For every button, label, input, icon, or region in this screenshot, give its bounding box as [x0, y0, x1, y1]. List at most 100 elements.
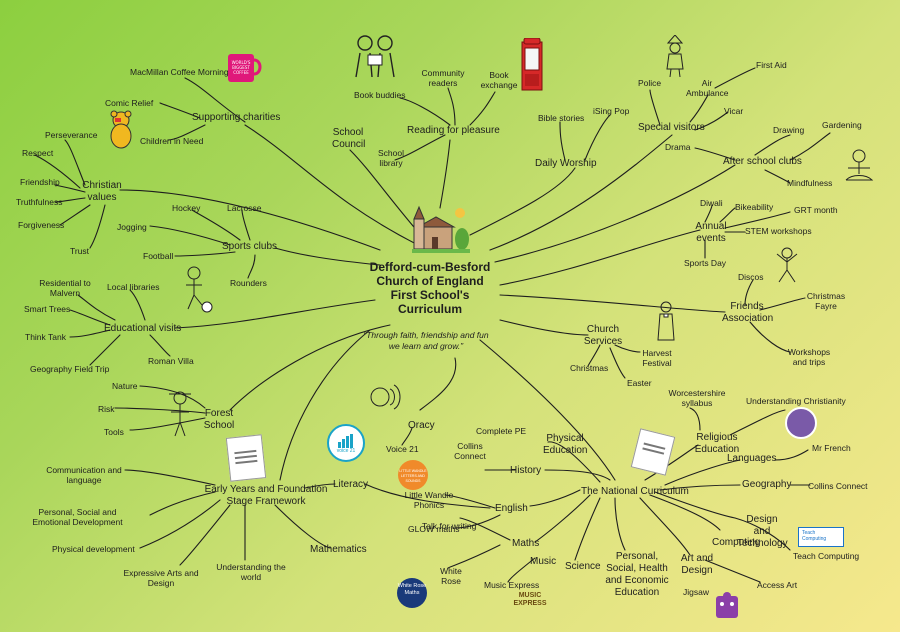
node-psed: Personal, Social and Emotional Developme… — [32, 507, 123, 527]
node-physical-development: Physical development — [52, 544, 135, 554]
spoke-annual — [499, 229, 701, 286]
voice21-bars-icon — [338, 434, 353, 448]
node-supporting-charities: Supporting charities — [192, 112, 281, 123]
node-residential: Residential to Malvern — [39, 278, 91, 298]
node-forgiveness: Forgiveness — [18, 220, 65, 230]
node-jigsaw: Jigsaw — [683, 587, 709, 597]
node-sports-day: Sports Day — [684, 258, 727, 268]
police-officer-icon — [666, 35, 684, 77]
node-teach-computing: Teach Computing — [793, 551, 860, 561]
node-discos: Discos — [738, 272, 764, 282]
node-bikeability: Bikeability — [735, 202, 774, 212]
football-player-icon — [186, 266, 213, 313]
node-friends-association: Friends Association — [722, 301, 774, 324]
spoke-afterschool — [494, 164, 736, 263]
node-eyfs: Early Years and Foundation Stage Framewo… — [204, 484, 328, 507]
node-access-art: Access Art — [757, 580, 798, 590]
spoke-worship — [469, 167, 576, 236]
svg-text:WORLD'S: WORLD'S — [232, 60, 251, 65]
reading-children-icon — [355, 35, 395, 78]
pudsey-bear-icon — [110, 110, 132, 149]
forest-child-icon — [169, 391, 191, 437]
node-hockey: Hockey — [172, 203, 201, 213]
svg-text:BIGGEST: BIGGEST — [232, 65, 250, 70]
node-music: Music — [530, 556, 557, 567]
node-easter: Easter — [627, 378, 652, 388]
node-air-ambulance: Air Ambulance — [686, 78, 729, 98]
node-grt-month: GRT month — [794, 205, 838, 215]
dancing-figure-icon — [776, 247, 798, 283]
node-collins-connect: Collins Connect — [808, 481, 868, 491]
coffee-mug-icon: WORLD'S BIGGEST COFFEE — [228, 54, 262, 82]
spoke-reading — [439, 139, 451, 209]
node-lacrosse: Lacrosse — [227, 203, 262, 213]
node-drama: Drama — [665, 142, 691, 152]
teach-computing-logo-text: Teach Computing — [802, 530, 827, 542]
node-truthfulness: Truthfulness — [16, 197, 63, 207]
node-first-aid: First Aid — [756, 60, 787, 70]
node-school-library: School library — [378, 148, 404, 168]
node-children-in-need: Children in Need — [140, 136, 204, 146]
node-drawing: Drawing — [773, 125, 805, 135]
node-mathematics: Mathematics — [310, 544, 367, 555]
node-communication: Communication and language — [46, 465, 122, 485]
eyfs-document-icon — [225, 434, 267, 482]
node-oracy: Oracy — [408, 420, 435, 431]
node-talk-for-writing: Talk for writing — [422, 521, 477, 531]
node-tools: Tools — [104, 427, 124, 437]
node-school-council: School Council — [332, 127, 366, 150]
node-english: English — [495, 503, 528, 514]
node-music-express: Music Express — [484, 580, 540, 590]
svg-text:COFFEE: COFFEE — [233, 70, 249, 75]
spoke-eyfs — [279, 329, 371, 481]
meditation-icon — [845, 149, 874, 181]
spoke-visitors — [489, 134, 673, 251]
node-daily-worship: Daily Worship — [535, 158, 597, 169]
node-complete-pe: Complete PE — [476, 426, 527, 436]
node-art-design: Art and Design — [680, 553, 714, 576]
node-rounders: Rounders — [230, 278, 267, 288]
node-harvest-festival: Harvest Festival — [642, 348, 672, 368]
node-local-libraries: Local libraries — [107, 282, 160, 292]
node-after-school-clubs: After school clubs — [723, 156, 802, 167]
node-christmas-fayre: Christmas Fayre — [806, 291, 846, 311]
spoke-forest — [229, 324, 391, 411]
node-workshops-trips: Workshops and trips — [787, 347, 831, 367]
node-voice21: Voice 21 — [386, 444, 419, 454]
node-maths: Maths — [512, 538, 540, 549]
node-macmillan: MacMillan Coffee Morning — [130, 67, 229, 77]
node-geography: Geography — [742, 479, 792, 490]
node-special-visitors: Special visitors — [638, 122, 705, 133]
vicar-icon — [657, 301, 675, 341]
node-understanding-christianity: Understanding Christianity — [746, 396, 846, 406]
node-expressive-arts: Expressive Arts and Design — [123, 568, 199, 588]
spoke-values — [119, 189, 381, 251]
voice21-logo: voice 21 — [327, 424, 365, 462]
node-trust: Trust — [70, 246, 90, 256]
wandle-logo: LITTLE WANDLE LETTERS AND SOUNDS — [398, 460, 428, 490]
node-forest-school: Forest School — [203, 408, 235, 431]
node-science: Science — [565, 561, 601, 572]
node-police: Police — [638, 78, 662, 88]
node-literacy: Literacy — [333, 479, 369, 490]
spoke-church — [499, 319, 589, 336]
node-community-readers: Community readers — [421, 68, 465, 88]
node-white-rose: White Rose — [440, 566, 462, 586]
node-collins-connect-history: Collins Connect — [454, 441, 486, 461]
spoke-nc — [479, 339, 616, 481]
church-icon — [412, 205, 470, 253]
node-diwali: Diwali — [700, 198, 723, 208]
spoke-visits — [174, 299, 376, 329]
white-rose-logo: White Rose Maths — [397, 578, 427, 608]
speech-icon — [370, 384, 401, 410]
node-vicar: Vicar — [724, 106, 744, 116]
node-ising-pop: iSing Pop — [593, 106, 630, 116]
node-stem-workshops: STEM workshops — [745, 226, 812, 236]
jigsaw-puzzle-icon — [716, 592, 738, 618]
node-roman-villa: Roman Villa — [148, 356, 194, 366]
node-pshe: Personal, Social, Health and Economic Ed… — [605, 551, 669, 598]
node-sports-clubs: Sports clubs — [222, 241, 278, 252]
node-book-buddies: Book buddies — [354, 90, 406, 100]
node-jogging: Jogging — [117, 222, 147, 232]
